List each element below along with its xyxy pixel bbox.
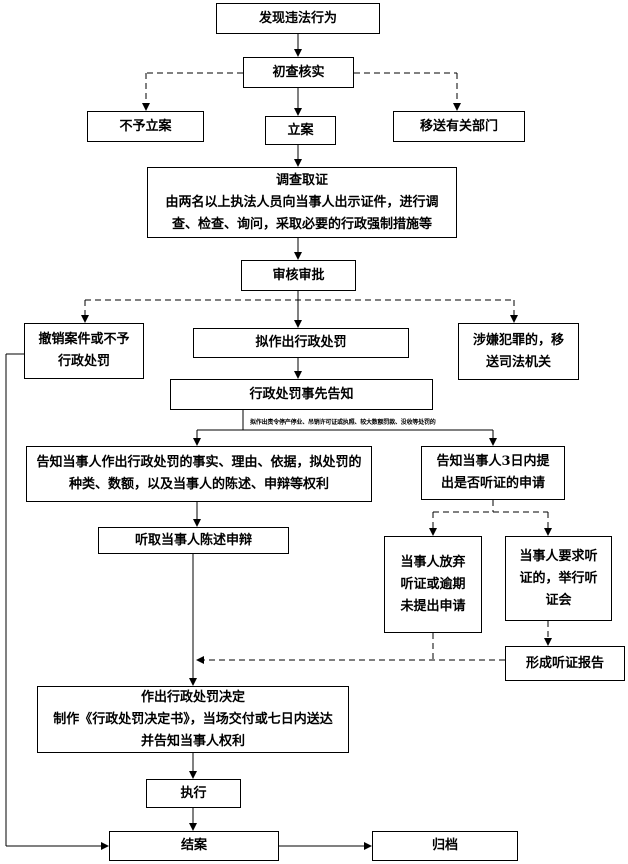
- decision-title: 作出行政处罚决定: [140, 689, 245, 705]
- investigate-box: 调查取证 由两名以上执法人员向当事人出示证件，进行调 查、检查、询问，采取必要的…: [147, 167, 457, 238]
- waive-line-2: 听证或逾期: [400, 576, 466, 592]
- discover-violation-box: 发现违法行为: [216, 3, 380, 34]
- hearing-report-box: 形成听证报告: [505, 646, 625, 681]
- transfer-dept-label: 移送有关部门: [419, 118, 498, 134]
- request-line-3: 证会: [545, 592, 572, 608]
- investigate-line-1: 由两名以上执法人员向当事人出示证件，进行调: [165, 194, 439, 210]
- initial-check-box: 初查核实: [243, 57, 354, 88]
- listen-defense-box: 听取当事人陈述申辩: [98, 527, 289, 554]
- criminal-transfer-box: 涉嫌犯罪的，移 送司法机关: [458, 323, 579, 380]
- waive-hearing-box: 当事人放弃 听证或逾期 未提出申请: [384, 536, 482, 633]
- transfer-dept-box: 移送有关部门: [393, 111, 525, 142]
- hearing-notice-box: 告知当事人3日内提 出是否听证的申请: [421, 446, 565, 500]
- hearing-notice-line-1: 告知当事人3日内提: [436, 454, 550, 469]
- hearing-notice-line-2: 出是否听证的申请: [440, 476, 545, 491]
- criminal-line-1: 涉嫌犯罪的，移: [472, 332, 564, 348]
- close-case-label: 结案: [180, 838, 207, 853]
- branch-condition-note: 拟作出责令停产停业、吊销许可证或执照、较大数额罚款、没收等处罚的: [250, 419, 436, 426]
- decision-line-2: 并告知当事人权利: [140, 733, 245, 749]
- file-case-label: 立案: [287, 122, 314, 138]
- execute-label: 执行: [180, 785, 207, 801]
- archive-box: 归档: [372, 831, 518, 861]
- prior-notice-box: 行政处罚事先告知: [170, 379, 433, 410]
- prior-notice-label: 行政处罚事先告知: [249, 386, 354, 402]
- penalty-decision-box: 作出行政处罚决定 制作《行政处罚决定书》，当场交付或七日内送达 并告知当事人权利: [37, 686, 349, 753]
- review-label: 审核审批: [272, 267, 325, 283]
- request-hearing-box: 当事人要求听 证的，举行听 证会: [505, 536, 612, 621]
- waive-line-1: 当事人放弃: [400, 554, 466, 570]
- draft-penalty-label: 拟作出行政处罚: [255, 335, 347, 350]
- inform-line-2: 种类、数额，以及当事人的陈述、申辩等权利: [68, 477, 329, 492]
- revoke-line-2: 行政处罚: [57, 354, 110, 369]
- inform-line-1: 告知当事人作出行政处罚的事实、理由、依据，拟处罚的: [36, 455, 362, 470]
- draft-penalty-box: 拟作出行政处罚: [193, 328, 409, 358]
- waive-line-3: 未提出申请: [400, 598, 466, 614]
- listen-defense-label: 听取当事人陈述申辩: [134, 532, 252, 548]
- investigate-title: 调查取证: [275, 172, 328, 188]
- archive-label: 归档: [431, 838, 458, 853]
- execute-box: 执行: [146, 779, 241, 808]
- discover-violation-label: 发现违法行为: [258, 10, 337, 26]
- investigate-line-2: 查、检查、询问，采取必要的行政强制措施等: [171, 216, 432, 232]
- revoke-line-1: 撤销案件或不予: [38, 332, 130, 347]
- revoke-case-box: 撤销案件或不予 行政处罚: [24, 323, 144, 379]
- no-case-label: 不予立案: [119, 118, 172, 134]
- file-case-box: 立案: [265, 116, 336, 145]
- hearing-report-label: 形成听证报告: [525, 655, 604, 671]
- initial-check-label: 初查核实: [272, 64, 325, 80]
- inform-rights-box: 告知当事人作出行政处罚的事实、理由、依据，拟处罚的 种类、数额，以及当事人的陈述…: [26, 446, 372, 502]
- request-line-1: 当事人要求听: [519, 548, 598, 564]
- decision-line-1: 制作《行政处罚决定书》，当场交付或七日内送达: [53, 711, 333, 727]
- review-box: 审核审批: [241, 260, 356, 291]
- request-line-2: 证的，举行听: [519, 570, 598, 586]
- close-case-box: 结案: [109, 831, 279, 861]
- no-case-box: 不予立案: [87, 111, 204, 142]
- criminal-line-2: 送司法机关: [485, 354, 551, 370]
